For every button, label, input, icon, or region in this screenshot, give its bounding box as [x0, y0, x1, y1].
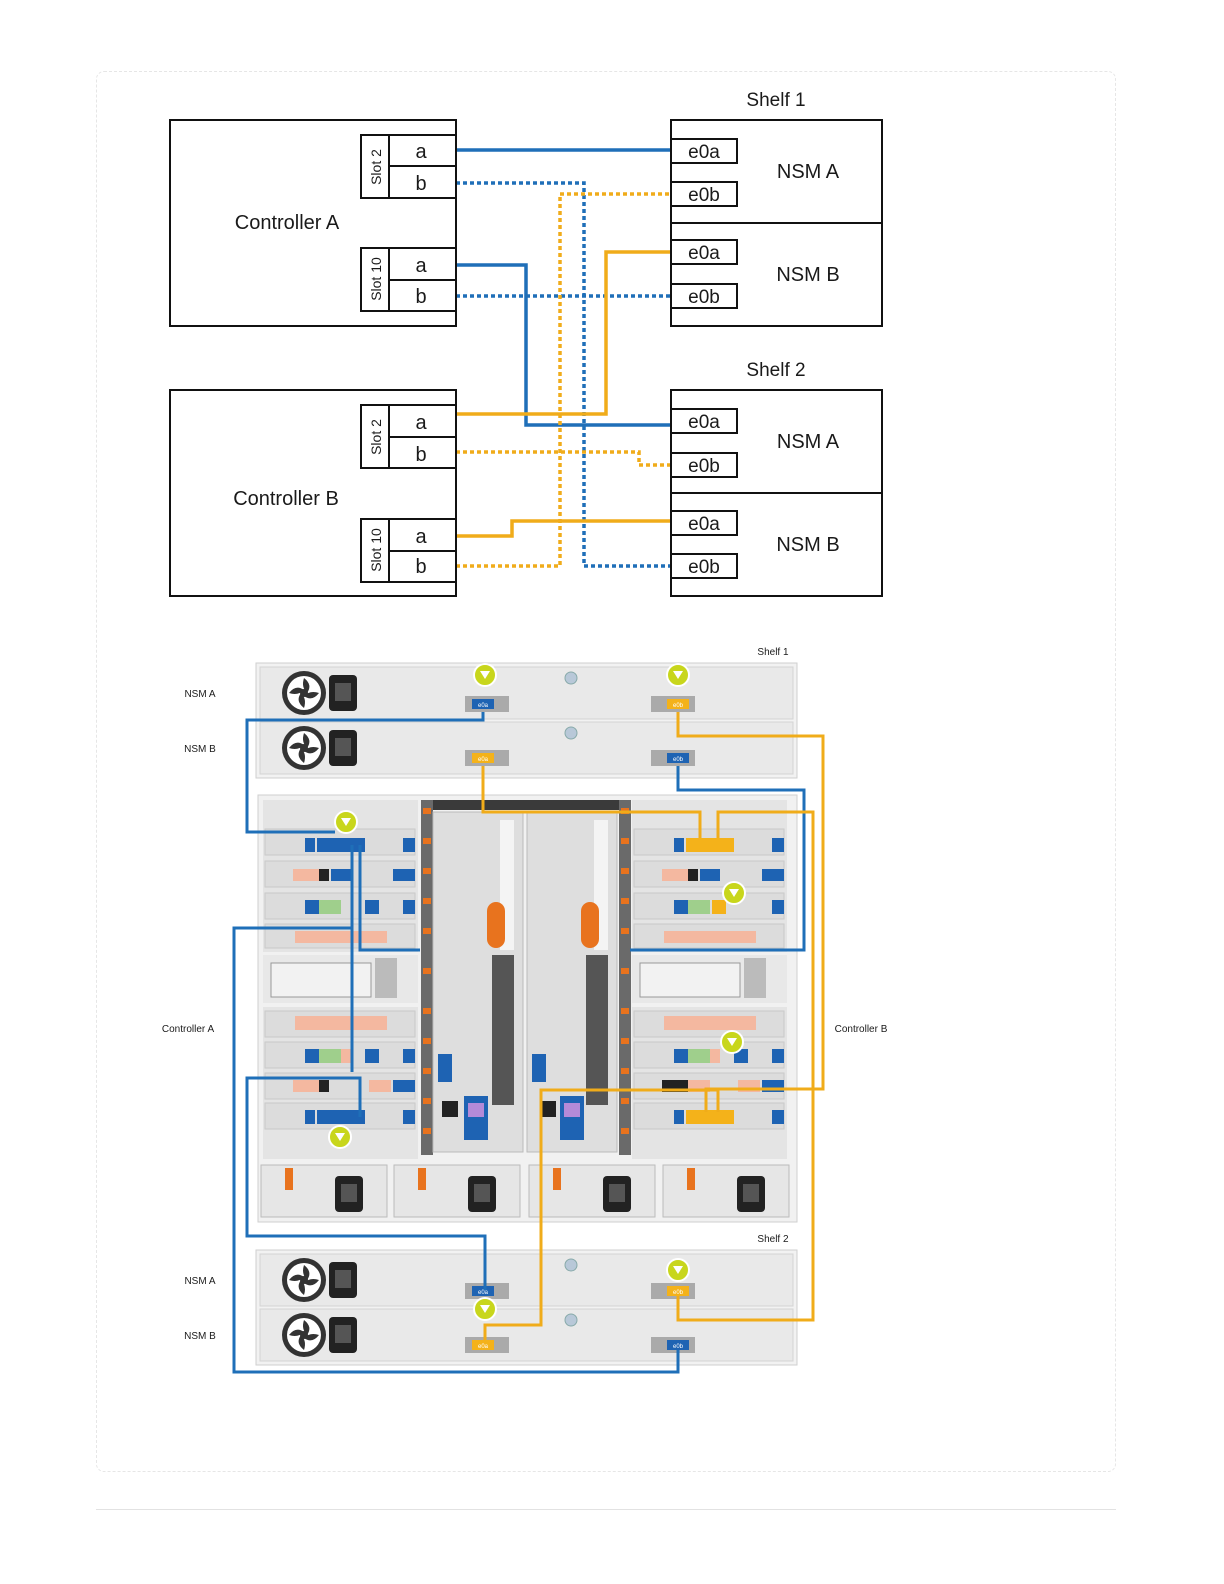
- port-b-label: b: [415, 286, 426, 308]
- nsm-a-label: NSM A: [777, 161, 840, 183]
- slot10-label: Slot 10: [368, 528, 384, 572]
- nsm-b-label: NSM B: [776, 534, 839, 556]
- slot10-label: Slot 10: [368, 257, 384, 301]
- port-b-label: b: [415, 444, 426, 466]
- shelf1-box: NSM A NSM B e0a e0b e0a e0b: [671, 120, 882, 326]
- shelf1-title: Shelf 1: [746, 90, 805, 111]
- e0b-label: e0b: [688, 185, 720, 206]
- nsm-b-label: NSM B: [776, 264, 839, 286]
- e0a-label: e0a: [688, 243, 720, 264]
- controller-b-label: Controller B: [233, 488, 339, 510]
- e0a-label: e0a: [688, 514, 720, 535]
- port-a-label: a: [415, 141, 427, 163]
- e0a-label: e0a: [688, 142, 720, 163]
- cable-ctrlB-slot2a-shelf1-nsmB-e0a: [456, 252, 671, 414]
- cable-ctrlB-slot10b-shelf1-nsmA-e0b: [456, 194, 671, 566]
- e0a-label: e0a: [688, 412, 720, 433]
- cable-ctrlB-slot10a-shelf2-nsmB-e0a: [456, 521, 671, 536]
- cable-ctrlA-slot10a-shelf2-nsmA-e0a: [456, 265, 671, 425]
- controller-a-label: Controller A: [235, 212, 340, 234]
- controller-a-box: Controller A Slot 2 a b Slot 10 a b: [170, 120, 456, 326]
- footer-divider: [96, 1509, 1116, 1510]
- cable-ctrlB-slot2b-shelf2-nsmA-e0b: [456, 452, 671, 465]
- port-a-label: a: [415, 412, 427, 434]
- port-b-label: b: [415, 173, 426, 195]
- port-a-label: a: [415, 255, 427, 277]
- controller-b-box: Controller B Slot 2 a b Slot 10 a b: [170, 390, 456, 596]
- shelf2-box: NSM A NSM B e0a e0b e0a e0b: [671, 390, 882, 596]
- slot2-label: Slot 2: [368, 419, 384, 455]
- shelf2-title: Shelf 2: [746, 360, 805, 381]
- port-a-label: a: [415, 526, 427, 548]
- slot2-label: Slot 2: [368, 149, 384, 185]
- cable-ctrlA-slot2b-shelf2-nsmB-e0b: [456, 183, 671, 566]
- e0b-label: e0b: [688, 557, 720, 578]
- e0b-label: e0b: [688, 287, 720, 308]
- e0b-label: e0b: [688, 456, 720, 477]
- nsm-a-label: NSM A: [777, 431, 840, 453]
- logical-cabling-diagram: Shelf 1 Shelf 2 Controller A Slot 2 a b …: [0, 0, 1224, 640]
- port-b-label: b: [415, 556, 426, 578]
